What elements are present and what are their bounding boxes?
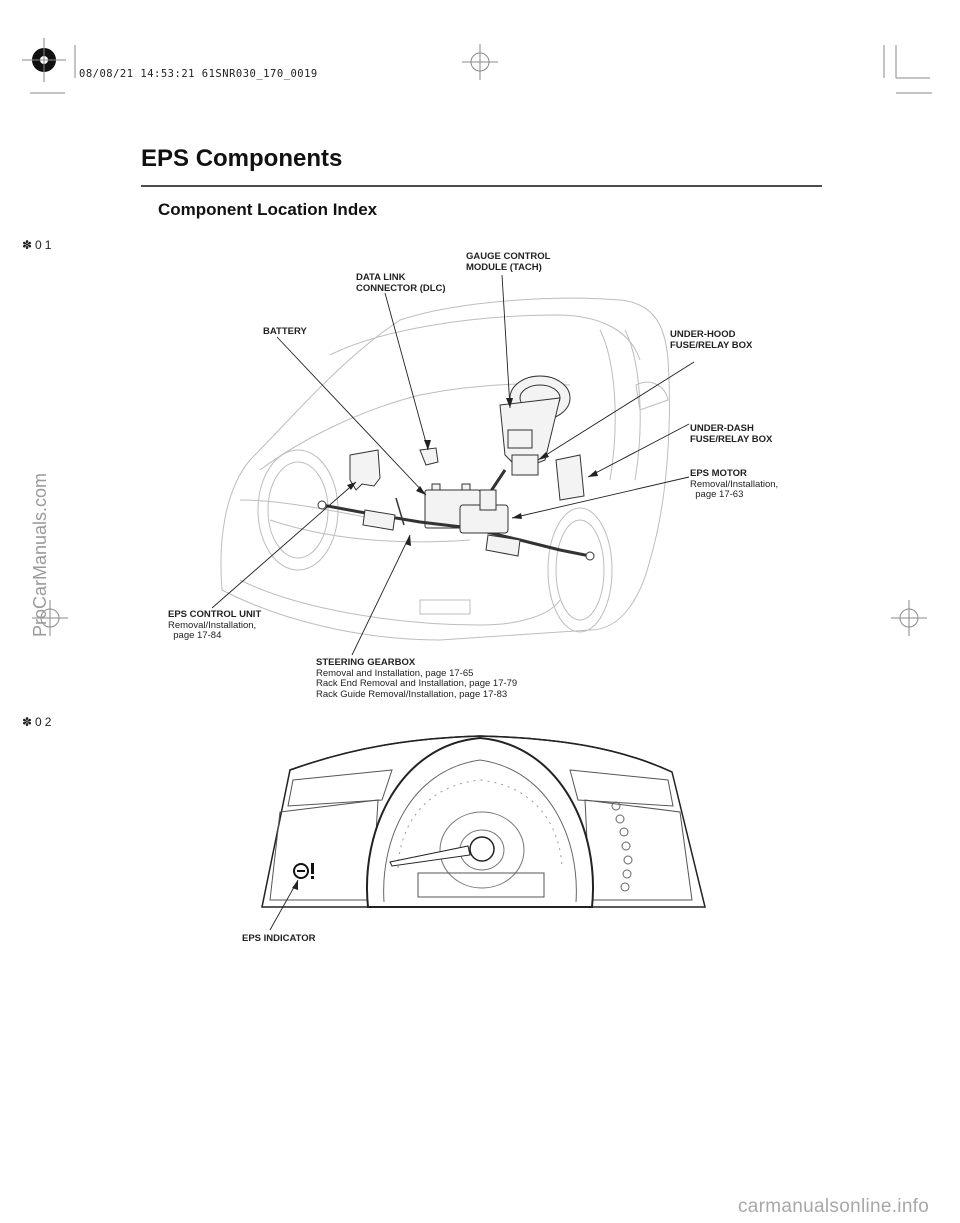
eps-control-unit-ref: Removal/Installation, page 17-84 — [168, 619, 257, 641]
bottom-watermark: carmanualsonline.info — [738, 1196, 930, 1217]
label-eps-motor: EPS MOTOR Removal/Installation, page 17-… — [690, 468, 779, 500]
steering-gearbox-ref-3: Rack Guide Removal/Installation, page 17… — [316, 688, 508, 700]
label-steering-gearbox: STEERING GEARBOX Removal and Installatio… — [316, 657, 518, 700]
label-gauge-control-module: GAUGE CONTROL MODULE (TACH) — [466, 251, 551, 273]
eps-warning-icon — [293, 863, 314, 879]
section-title: EPS Components — [141, 145, 343, 172]
print-stamp: 08/08/21 14:53:21 61SNR030_170_0019 — [79, 68, 318, 80]
figure-marker-1: ✽01 — [22, 238, 55, 252]
eps-motor-ref: Removal/Installation, page 17-63 — [690, 478, 779, 500]
steering-gearbox-ref-1: Removal and Installation, page 17-65 — [316, 667, 474, 679]
steering-gearbox-ref-2: Rack End Removal and Installation, page … — [316, 678, 518, 689]
label-battery: BATTERY — [263, 326, 307, 337]
page-subtitle: Component Location Index — [158, 200, 378, 219]
label-data-link-connector: DATA LINK CONNECTOR (DLC) — [356, 272, 446, 294]
label-eps-control-unit: EPS CONTROL UNIT Removal/Installation, p… — [168, 609, 262, 641]
label-under-dash-box: UNDER-DASH FUSE/RELAY BOX — [690, 423, 773, 445]
label-under-hood-box: UNDER-HOOD FUSE/RELAY BOX — [670, 329, 753, 351]
label-eps-indicator: EPS INDICATOR — [242, 933, 316, 944]
side-watermark: ProCarManuals.com — [30, 472, 50, 637]
figure-marker-2: ✽02 — [22, 715, 55, 729]
